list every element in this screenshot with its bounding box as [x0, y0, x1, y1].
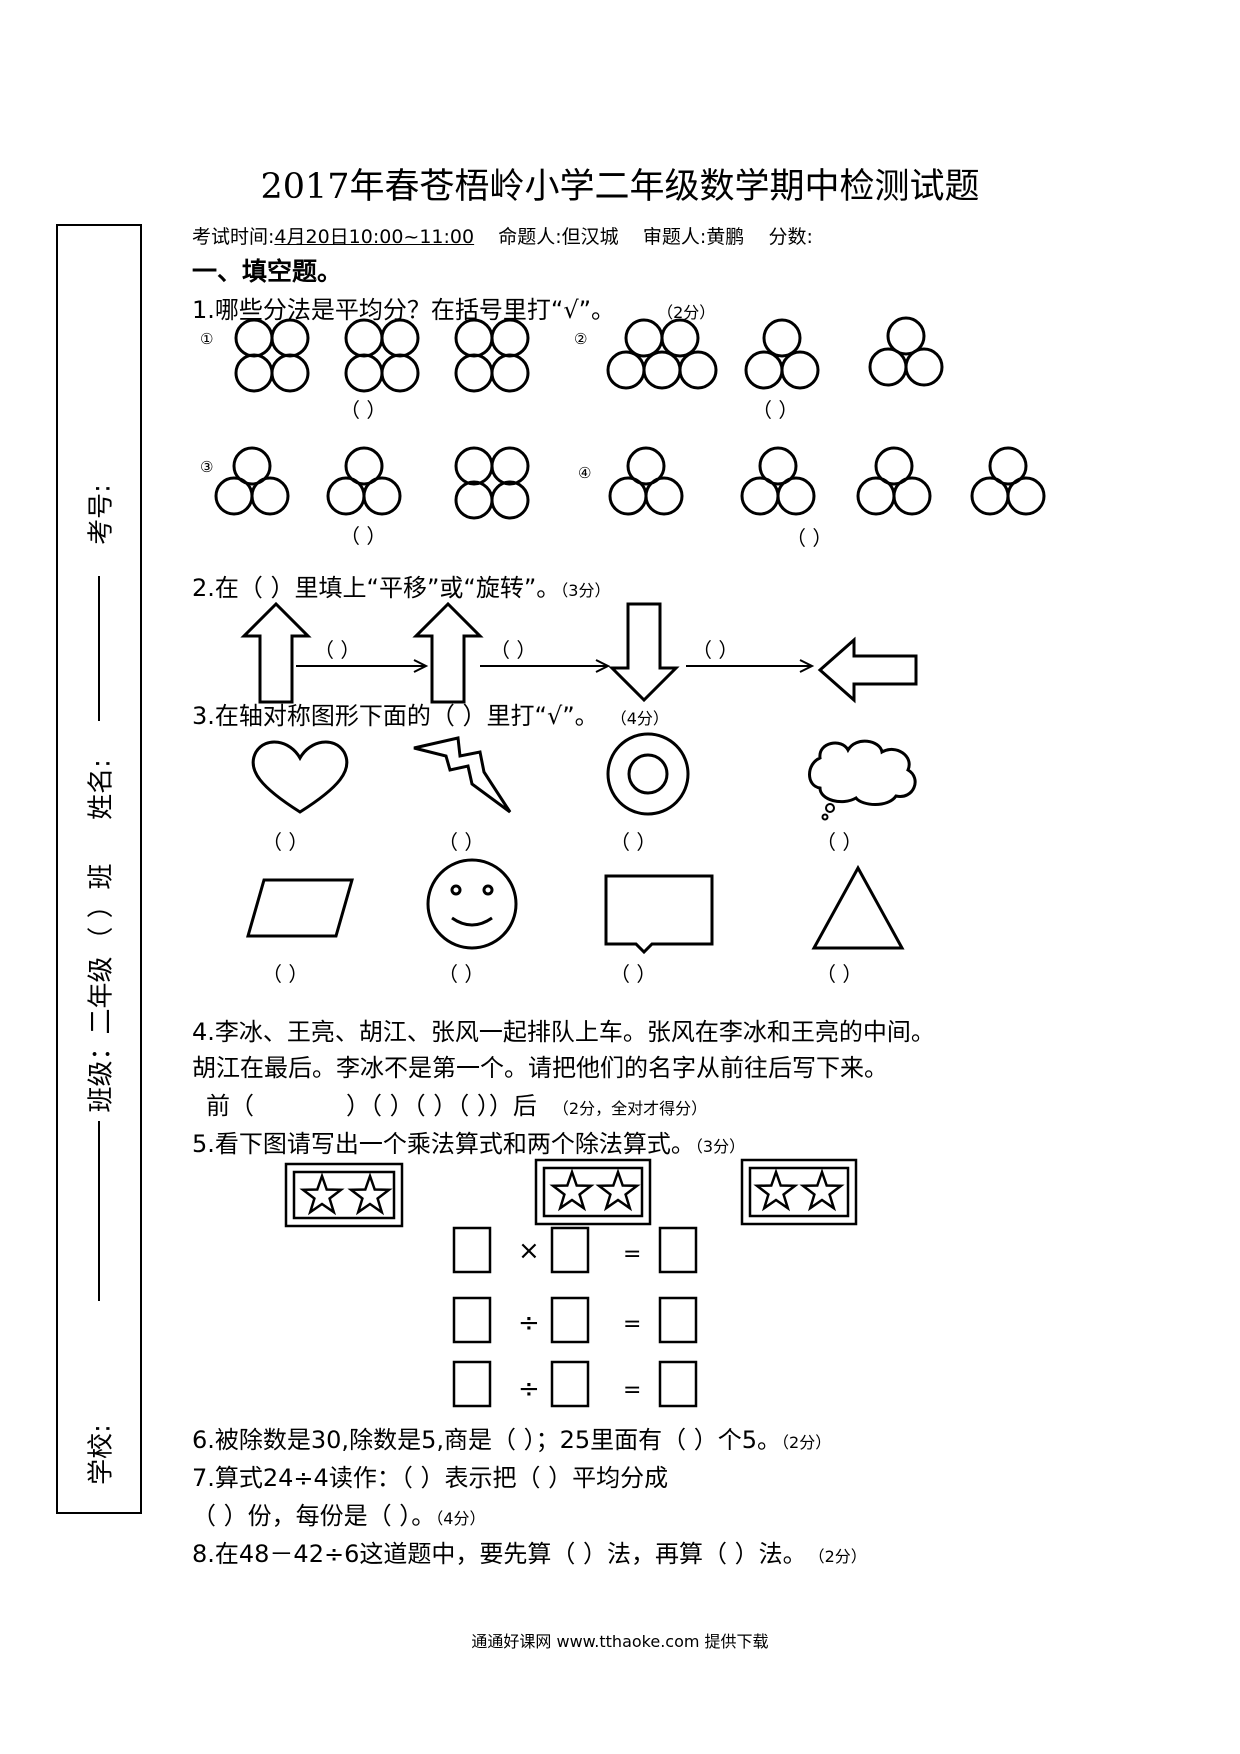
- q2-points: （3分）: [560, 581, 611, 600]
- q3-blank-heart[interactable]: （ ）: [262, 830, 309, 854]
- star-icon: [799, 1168, 845, 1212]
- q5-op-divide-1: ÷: [518, 1308, 540, 1338]
- star-icon: [549, 1168, 595, 1212]
- q3-heart: [251, 740, 349, 814]
- q1-group-3-a: [214, 446, 290, 516]
- q1-blank-3[interactable]: （ ）: [340, 524, 387, 548]
- class-line: [98, 1121, 100, 1301]
- q6-points: （2分）: [781, 1433, 832, 1452]
- star-icon: [595, 1168, 641, 1212]
- q2-blank-3[interactable]: （ ）: [692, 638, 739, 662]
- q3-triangle: [811, 864, 905, 950]
- q2-arrow-up-2: [412, 601, 484, 704]
- q4-answer-line[interactable]: 前（）（ ）（ ）（ ））后（2分，全对才得分）: [206, 1092, 708, 1120]
- q3-blank-cloud[interactable]: （ ）: [816, 830, 863, 854]
- q5-star-group-3: [740, 1158, 858, 1226]
- q7-points: （4分）: [435, 1509, 486, 1528]
- q2-text: 2.在（ ）里填上“平移”或“旋转”。（3分）: [192, 574, 611, 602]
- q1-group-3-b: [326, 446, 402, 516]
- q3-cloud-bubbles: [821, 803, 835, 821]
- q3-blank-ring[interactable]: （ ）: [610, 830, 657, 854]
- q3-points: （4分）: [618, 709, 669, 728]
- q5-op-multiply: ×: [518, 1236, 540, 1266]
- star-icon: [753, 1168, 799, 1212]
- q2-arrow-down: [608, 602, 680, 703]
- star-icon: [347, 1172, 393, 1216]
- q3-blank-triangle[interactable]: （ ）: [816, 962, 863, 986]
- q6-text: 6.被除数是30,除数是5,商是（ ）；25里面有（ ）个5。（2分）: [192, 1426, 832, 1454]
- reviewer: 审题人:黄鹏: [642, 226, 745, 248]
- q7-line-2: （ ）份，每份是（ ）。（4分）: [192, 1502, 486, 1530]
- q5-eq-2: =: [623, 1312, 642, 1337]
- q1-group-4-c: [856, 446, 932, 516]
- q2-arrow-up-1: [240, 601, 312, 704]
- q2-blank-2[interactable]: （ ）: [490, 638, 537, 662]
- q3-speech-box: [604, 874, 714, 955]
- q5-eq-3: =: [623, 1378, 642, 1403]
- q7-line-1: 7.算式24÷4读作：（ ）表示把（ ）平均分成: [192, 1464, 669, 1492]
- q3-parallelogram: [246, 878, 354, 938]
- q1-group-2-b: [744, 318, 820, 390]
- q1-blank-4[interactable]: （ ）: [786, 526, 833, 550]
- q1-label-1: ①: [200, 330, 214, 348]
- q5-eq-1: =: [623, 1242, 642, 1267]
- q1-group-4-b: [740, 446, 816, 516]
- q5-points: （3分）: [694, 1137, 746, 1156]
- q5-text: 5.看下图请写出一个乘法算式和两个除法算式。（3分）: [192, 1130, 746, 1158]
- q1-label-2: ②: [574, 330, 588, 348]
- time-label: 考试时间:: [192, 226, 275, 248]
- q3-text: 3.在轴对称图形下面的（ ）里打“√”。（4分）: [192, 702, 669, 730]
- q1-blank-1[interactable]: （ ）: [340, 398, 387, 422]
- page-title: 2017年春苍梧岭小学二年级数学期中检测试题: [260, 167, 980, 207]
- q1-group-1-a: [234, 318, 310, 393]
- q4-line-2: 胡江在最后。李冰不是第一个。请把他们的名字从前往后写下来。: [192, 1054, 888, 1082]
- q1-group-3-c: [454, 446, 530, 520]
- q1-label-3: ③: [200, 458, 214, 476]
- q8-text: 8.在48－42÷6这道题中，要先算（ ）法，再算（ ）法。（2分）: [192, 1540, 867, 1568]
- q5-answer-boxes: [452, 1226, 698, 1408]
- q2-connector-arrows: [296, 659, 815, 673]
- q3-blank-speech[interactable]: （ ）: [610, 962, 657, 986]
- author: 命题人:但汉城: [498, 226, 619, 248]
- q3-ring: [606, 732, 690, 816]
- q1-group-4-a: [608, 446, 684, 516]
- q1-group-4-d: [970, 446, 1046, 516]
- q1-points: （2分）: [665, 303, 716, 322]
- score-label: 分数:: [768, 226, 813, 248]
- q3-lightning: [413, 736, 512, 814]
- student-info-panel: 考号: 姓名: 班 （ ） 班级：二年级 学校:: [56, 224, 142, 1514]
- footer-source: 通通好课网 www.tthaoke.com 提供下载: [471, 1632, 769, 1651]
- q5-star-group-2: [534, 1158, 652, 1226]
- q5-stars: [299, 1168, 845, 1216]
- q3-smiley: [426, 858, 518, 950]
- q1-group-1-b: [344, 318, 420, 393]
- q2-blank-1[interactable]: （ ）: [314, 638, 361, 662]
- q1-group-2-a: [606, 318, 718, 390]
- q1-blank-2[interactable]: （ ）: [752, 398, 799, 422]
- q1-group-2-c: [868, 316, 944, 387]
- q2-arrow-left: [817, 636, 918, 704]
- star-icon: [299, 1172, 345, 1216]
- q4-line-1: 4.李冰、王亮、胡江、张风一起排队上车。张风在李冰和王亮的中间。: [192, 1018, 935, 1046]
- time-value: 4月20日10:00~11:00: [274, 226, 475, 248]
- section-fill-in: 一、填空题。: [192, 257, 343, 286]
- q3-blank-smiley[interactable]: （ ）: [438, 962, 485, 986]
- q8-points: （2分）: [816, 1547, 867, 1566]
- q5-star-group-1: [284, 1162, 404, 1228]
- q3-cloud: [808, 739, 917, 806]
- q1-group-1-c: [454, 318, 530, 393]
- exam-number-line: [98, 576, 100, 721]
- q3-blank-lightning[interactable]: （ ）: [438, 830, 485, 854]
- q4-points: （2分，全对才得分）: [552, 1099, 708, 1118]
- exam-meta: 考试时间:4月20日10:00~11:00 命题人:但汉城 审题人:黄鹏 分数:: [192, 222, 813, 249]
- q3-blank-parallelogram[interactable]: （ ）: [262, 962, 309, 986]
- q5-op-divide-2: ÷: [518, 1374, 540, 1404]
- q1-label-4: ④: [578, 464, 592, 482]
